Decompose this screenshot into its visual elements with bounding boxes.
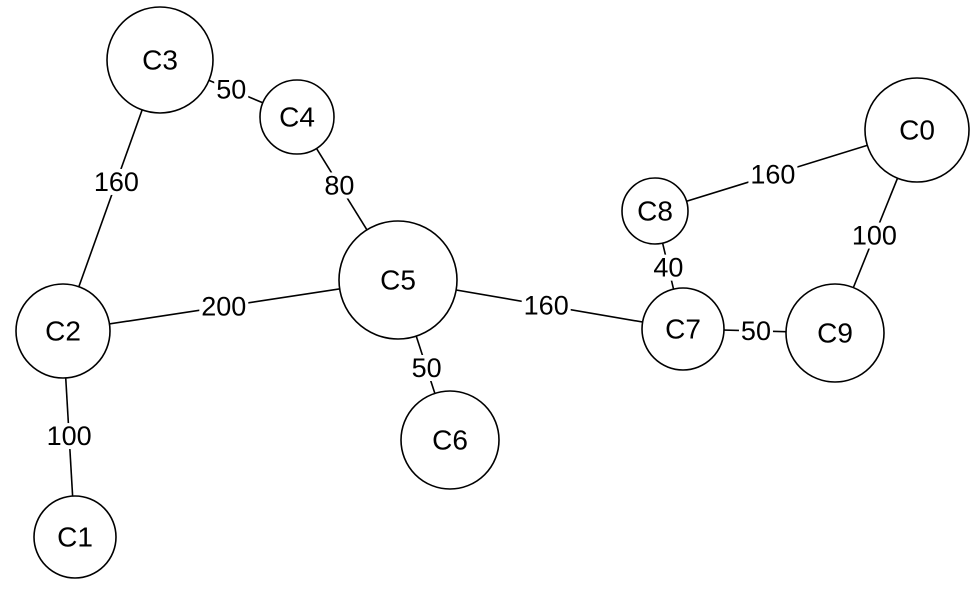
- node-label: C9: [817, 318, 853, 349]
- edge-label-background: [738, 317, 773, 344]
- edge-label-background: [214, 76, 249, 103]
- edge-weight-label: 160: [750, 160, 795, 190]
- edge-weight-label: 50: [741, 316, 771, 346]
- node-c0: C0: [864, 77, 970, 183]
- edge-label-background: [44, 423, 94, 450]
- node-c3: C3: [106, 6, 214, 114]
- edge-weight-label: 100: [47, 421, 92, 451]
- node-label: C4: [279, 102, 315, 133]
- edge-label-background: [91, 168, 141, 195]
- node-label: C0: [899, 115, 935, 146]
- node-label: C6: [432, 425, 468, 456]
- node-c2: C2: [15, 283, 111, 379]
- edge-labels-layer: 50 160 80 200 100 50 160 160 40 50 100: [44, 75, 899, 451]
- node-circle: [338, 220, 458, 340]
- edge-label-c2-c1: 100: [44, 421, 94, 451]
- node-c6: C6: [400, 390, 500, 490]
- edge-label-c5-c6: 50: [409, 353, 444, 383]
- edge-weight-label: 160: [524, 290, 569, 320]
- edge-label-c3-c4: 50: [214, 75, 249, 105]
- edge-label-c0-c9: 100: [849, 221, 899, 251]
- edge-label-c5-c7: 160: [521, 290, 571, 320]
- edge-label-background: [322, 172, 357, 199]
- edge-label-c8-c0: 160: [748, 160, 798, 190]
- edge-weight-label: 100: [852, 221, 897, 251]
- node-label: C5: [380, 265, 416, 296]
- edge-label-background: [409, 355, 444, 381]
- node-circle: [621, 177, 689, 245]
- node-c8: C8: [621, 177, 689, 245]
- edge-weight-label: 50: [412, 353, 442, 383]
- edge-weight-label: 80: [324, 170, 354, 200]
- edge-label-background: [849, 222, 899, 249]
- node-label: C7: [665, 314, 701, 345]
- node-circle: [785, 283, 885, 383]
- node-circle: [641, 287, 725, 371]
- edge-label-background: [199, 293, 249, 320]
- node-label: C3: [142, 45, 178, 76]
- edge-label-c2-c5: 200: [199, 292, 249, 322]
- node-label: C1: [57, 522, 93, 553]
- node-label: C2: [45, 316, 81, 347]
- edge-label-background: [521, 292, 571, 319]
- edge-label-c4-c5: 80: [322, 170, 357, 200]
- edge-label-c8-c7: 40: [651, 253, 686, 283]
- edge-label-background: [748, 161, 798, 188]
- edge-label-c7-c9: 50: [738, 316, 773, 346]
- node-c7: C7: [641, 287, 725, 371]
- edge-label-c3-c2: 160: [91, 167, 141, 197]
- node-c4: C4: [259, 79, 335, 155]
- edge-weight-label: 40: [653, 253, 683, 283]
- node-c9: C9: [785, 283, 885, 383]
- node-circle: [259, 79, 335, 155]
- node-circle: [15, 283, 111, 379]
- edge-weight-label: 50: [216, 75, 246, 105]
- node-circle: [106, 6, 214, 114]
- edge-weight-label: 160: [94, 167, 139, 197]
- edge-weight-label: 200: [201, 292, 246, 322]
- node-circle: [33, 495, 117, 579]
- node-c5: C5: [338, 220, 458, 340]
- node-label: C8: [637, 196, 673, 227]
- node-circle: [400, 390, 500, 490]
- node-circle: [864, 77, 970, 183]
- node-c1: C1: [33, 495, 117, 579]
- edge-label-background: [651, 254, 686, 281]
